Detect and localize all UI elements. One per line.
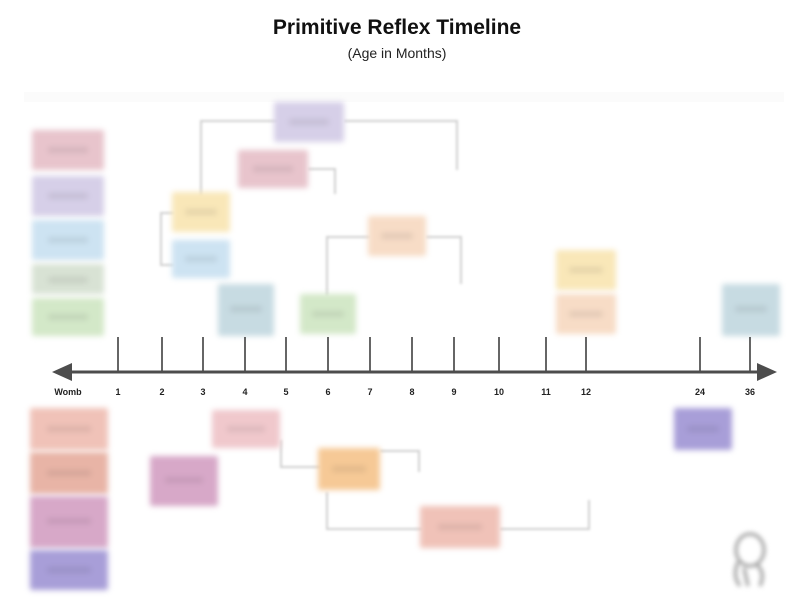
tick-label: Womb — [54, 387, 82, 397]
reflex-box-pink — [212, 410, 280, 448]
background-band — [24, 92, 784, 102]
connector-line — [200, 120, 278, 197]
reflex-box-green — [32, 298, 104, 336]
connector-line — [308, 168, 336, 194]
reflex-box-salmon-dark — [30, 452, 108, 494]
tick-label: 12 — [580, 387, 592, 397]
tick-label: 1 — [115, 387, 121, 397]
connector-line — [280, 440, 320, 468]
reflex-box-peach — [556, 294, 616, 334]
tick-label: 3 — [200, 387, 206, 397]
reflex-box-lavender — [32, 176, 104, 216]
tick-label: 6 — [325, 387, 331, 397]
reflex-box-purple — [30, 550, 108, 590]
connector-line — [160, 212, 174, 266]
reflex-box-salmon — [30, 408, 108, 450]
reflex-box-lavender — [274, 102, 344, 142]
reflex-box-blue — [32, 220, 104, 260]
reflex-box-green — [300, 294, 356, 334]
tick-label: 24 — [694, 387, 706, 397]
reflex-box-yellow — [172, 192, 230, 232]
axis-arrow-right — [757, 363, 777, 381]
page-title: Primitive Reflex Timeline — [272, 16, 522, 39]
reflex-box-salmon — [420, 506, 500, 548]
tick-label: 2 — [159, 387, 165, 397]
tick-label: 8 — [409, 387, 415, 397]
connector-line — [426, 236, 462, 284]
reflex-box-blue-gray — [218, 284, 274, 336]
connector-line — [326, 492, 422, 530]
reflex-box-peach — [368, 216, 426, 256]
page-subtitle: (Age in Months) — [347, 45, 447, 61]
reflex-box-blue-gray — [722, 284, 780, 336]
reflex-box-pink — [238, 150, 308, 188]
logo-figure-icon — [733, 532, 766, 587]
connector-line — [500, 500, 590, 530]
axis-arrow-left — [52, 363, 72, 381]
reflex-box-orange — [318, 448, 380, 490]
tick-label: 36 — [744, 387, 756, 397]
connector-line — [326, 236, 370, 296]
reflex-box-sage — [32, 264, 104, 294]
tick-label: 10 — [493, 387, 505, 397]
reflex-box-pink — [32, 130, 104, 170]
reflex-box-mauve — [150, 456, 218, 506]
tick-label: 4 — [242, 387, 248, 397]
tick-marks — [117, 337, 751, 372]
connector-line — [344, 120, 458, 170]
reflex-box-mauve — [30, 496, 108, 548]
reflex-box-purple — [674, 408, 732, 450]
reflex-box-yellow — [556, 250, 616, 290]
tick-label: 9 — [451, 387, 457, 397]
tick-label: 5 — [283, 387, 289, 397]
connector-line — [380, 450, 420, 472]
tick-label: 7 — [367, 387, 373, 397]
reflex-box-blue — [172, 240, 230, 278]
tick-label: 11 — [541, 387, 551, 397]
